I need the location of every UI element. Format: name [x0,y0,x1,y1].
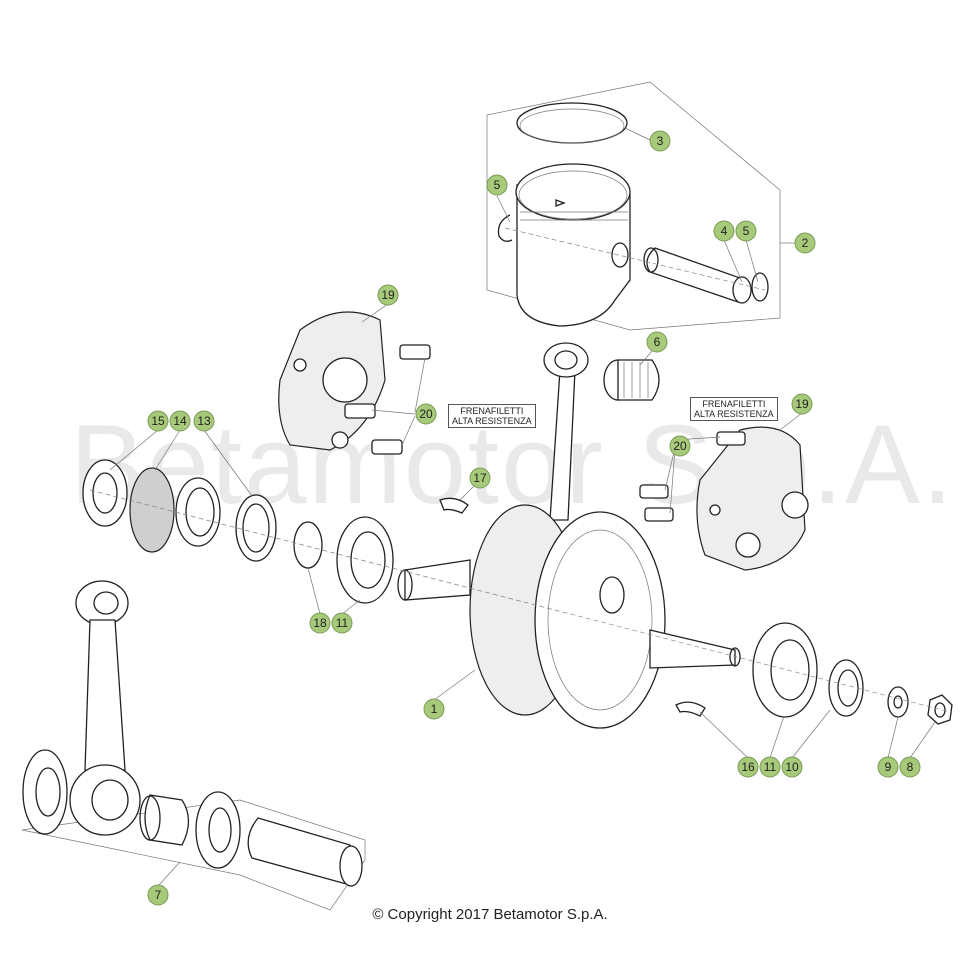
callout-c5a[interactable]: 5 [486,174,508,196]
callout-label: 1 [431,702,438,716]
callout-c18[interactable]: 18 [309,612,331,634]
callout-c1[interactable]: 1 [423,698,445,720]
woodruff-key [439,497,469,514]
callout-c17[interactable]: 17 [469,467,491,489]
callout-label: 17 [473,471,487,485]
left-shaft-parts [82,459,277,562]
callout-label: 16 [741,760,755,774]
crankshaft [397,504,741,729]
callout-c19a[interactable]: 19 [377,284,399,306]
left-counterweight [278,311,386,451]
note-line: FRENAFILETTI [460,406,524,416]
callout-c4[interactable]: 4 [713,220,735,242]
piston-group-frame [486,81,781,331]
callout-c6[interactable]: 6 [646,331,668,353]
callout-label: 11 [336,616,349,630]
leader-lines [109,127,936,887]
copyright-text: © Copyright 2017 Betamotor S.p.A. [372,906,608,923]
piston [515,163,631,327]
callout-label: 13 [197,414,211,428]
callout-label: 20 [673,439,687,453]
callout-label: 2 [802,236,809,250]
callout-c10[interactable]: 10 [781,756,803,778]
callout-label: 7 [155,888,162,902]
callout-c11a[interactable]: 11 [331,612,353,634]
callout-c11b[interactable]: 11 [759,756,781,778]
callout-label: 10 [785,760,799,774]
threadlocker-note-right: FRENAFILETTI ALTA RESISTENZA [690,397,778,421]
callout-label: 19 [795,397,809,411]
callout-label: 18 [313,616,327,630]
callout-label: 5 [494,178,501,192]
callout-c15[interactable]: 15 [147,410,169,432]
left-bolts [344,344,431,455]
piston-axis [504,227,766,291]
callout-label: 4 [721,224,728,238]
callout-label: 11 [764,760,777,774]
callout-label: 9 [885,760,892,774]
rod-kit-parts [22,749,363,887]
callout-label: 5 [743,224,750,238]
rod-kit-frame [21,799,366,911]
threadlocker-note-left: FRENAFILETTI ALTA RESISTENZA [448,404,536,428]
small-end-bearing [603,359,660,401]
key-16 [675,701,706,717]
callout-label: 19 [381,288,395,302]
callout-c13[interactable]: 13 [193,410,215,432]
callout-c16[interactable]: 16 [737,756,759,778]
right-shaft-parts [752,622,953,725]
circlip-right [751,272,769,302]
main-axis [89,489,951,713]
note-line: ALTA RESISTENZA [694,409,774,419]
callout-label: 6 [654,335,661,349]
callout-c14[interactable]: 14 [169,410,191,432]
note-line: FRENAFILETTI [702,399,766,409]
callout-c20a[interactable]: 20 [415,403,437,425]
callout-c2[interactable]: 2 [794,232,816,254]
spare-connecting-rod [69,580,141,836]
piston-ring [516,102,628,144]
callout-c19b[interactable]: 19 [791,393,813,415]
callout-c20b[interactable]: 20 [669,435,691,457]
circlip-left [497,214,513,242]
callout-label: 15 [151,414,165,428]
callout-c5b[interactable]: 5 [735,220,757,242]
callout-label: 20 [419,407,433,421]
callout-c7[interactable]: 7 [147,884,169,906]
note-line: ALTA RESISTENZA [452,416,532,426]
main-bearing-left [336,516,394,604]
callout-label: 3 [657,134,664,148]
o-ring [293,521,323,569]
right-counterweight [696,426,809,571]
callout-label: 14 [173,414,187,428]
callout-c8[interactable]: 8 [899,756,921,778]
callout-label: 8 [907,760,914,774]
callout-c3[interactable]: 3 [649,130,671,152]
piston-pin [643,247,752,304]
callout-c9[interactable]: 9 [877,756,899,778]
right-bolts [639,431,746,522]
